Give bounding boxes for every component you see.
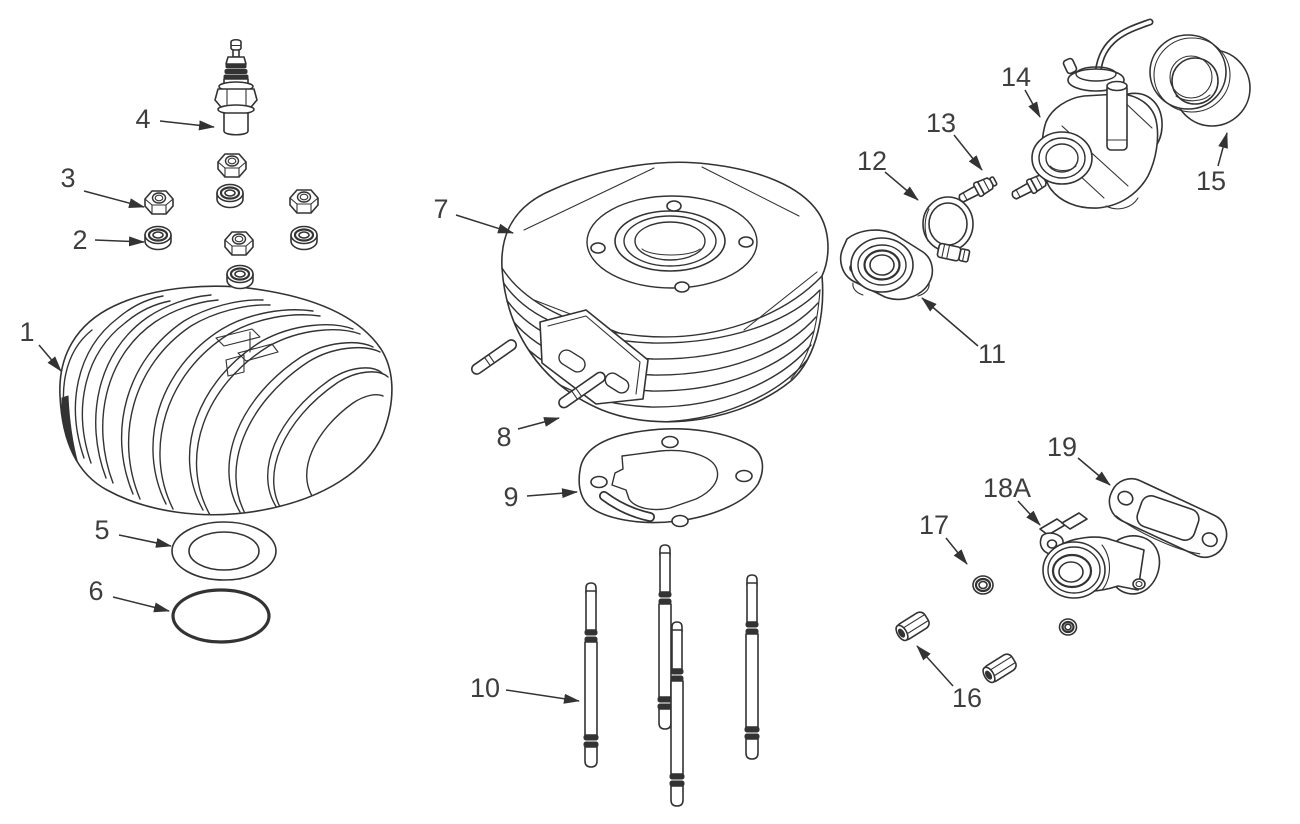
part-11-intake-flange [839,229,934,301]
callout-label-1: 1 [19,317,34,347]
hex-nut [289,189,319,214]
hex-nut [224,231,254,256]
callout-arrow-16 [916,645,954,687]
stud [669,621,685,807]
callout-labels: 1 2 3 4 5 6 7 8 9 10 11 12 13 14 15 16 1… [19,62,1226,713]
callout-label-10: 10 [470,673,500,703]
callout-arrow-12 [884,171,919,201]
part-8-exhaust-studs [470,339,606,409]
hex-nut [144,190,174,215]
part-18a-intake-manifold [1039,512,1161,599]
part-1-cylinder-head [59,285,393,516]
callout-label-6: 6 [88,576,103,606]
callout-label-18a: 18A [983,473,1031,503]
callout-label-12: 12 [857,146,887,176]
part-16-spacer-nuts [892,609,1020,686]
callout-arrow-10 [505,689,580,704]
callout-label-16: 16 [952,683,982,713]
part-9-base-gasket [578,428,764,528]
callout-arrow-17 [945,537,968,565]
callout-label-4: 4 [135,104,150,134]
hex-nut [217,153,247,178]
callout-label-3: 3 [60,163,75,193]
callout-label-14: 14 [1001,62,1031,92]
callout-arrow-6 [112,596,170,613]
callout-label-15: 15 [1196,166,1226,196]
spacer-nut [892,609,933,644]
part-17-small-washer [972,575,994,595]
callout-arrow-8 [517,417,560,430]
stud [583,582,599,768]
callout-label-19: 19 [1047,432,1077,462]
callout-arrow-14 [1024,89,1041,118]
callout-arrow-13 [953,134,983,171]
callout-arrow-15 [1217,132,1228,167]
washer [215,183,245,209]
washer [225,264,255,290]
part-10-cylinder-studs [583,544,760,807]
callout-arrow-4 [159,120,215,131]
bolt [955,173,1000,207]
part-14-carburetor [1031,18,1163,210]
callout-arrows [38,89,1228,704]
stud [744,574,760,760]
part-12-hose-clamp [922,196,974,263]
callout-arrow-1 [38,344,62,372]
callout-label-9: 9 [503,482,518,512]
callout-label-11: 11 [978,339,1006,369]
part-13-bolts [955,170,1053,207]
washer [289,225,319,251]
callout-label-8: 8 [496,422,511,452]
part-7-cylinder [501,161,829,423]
callout-arrow-18a [1017,500,1041,526]
part-4-spark-plug [214,38,258,136]
callout-arrow-3 [83,190,145,208]
stud [657,544,673,730]
callout-arrow-11 [921,297,979,347]
part-5-head-gasket-ring [171,521,277,581]
callout-label-5: 5 [94,515,109,545]
callout-arrow-7 [455,214,514,234]
part-6-o-ring [171,588,271,644]
manifold-small-washer [1058,618,1078,636]
callout-arrow-19 [1077,457,1111,486]
callout-arrow-2 [94,236,145,247]
part-15-air-filter [1149,34,1251,127]
spacer-nut [979,651,1020,686]
washer [143,225,173,251]
part-19-exhaust-gasket [1108,477,1228,559]
callout-label-2: 2 [72,225,87,255]
callout-arrow-9 [526,488,578,499]
callout-label-17: 17 [919,510,949,540]
callout-label-7: 7 [433,194,448,224]
callout-arrow-5 [118,534,172,548]
callout-label-13: 13 [926,108,956,138]
